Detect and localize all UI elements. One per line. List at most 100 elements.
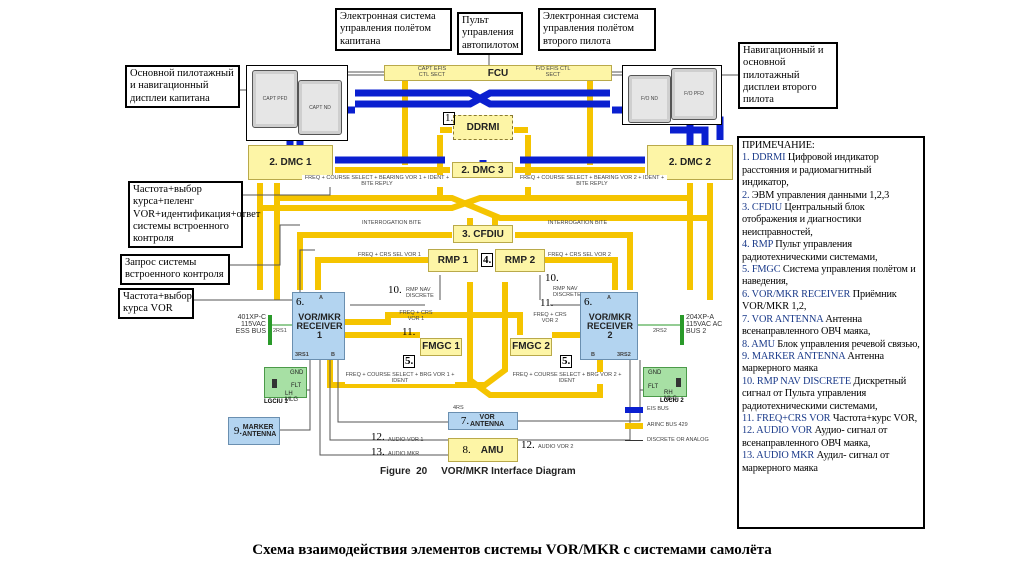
note-item: 6. VOR/MKR RECEIVER Приёмник VOR/MKR 1,2… [742,289,920,314]
label-13: 13. [371,446,385,458]
dmc1-block: 2. DMC 1 [248,145,333,180]
note-item-key: 11. FREQ+CRS VOR [742,412,831,424]
lgciu2-flt: FLT [648,384,659,390]
note-item-key: 12. AUDIO VOR [742,425,813,437]
ac-bus-2-label: 204XP-A 115VAC AC BUS 2 [686,314,723,335]
power-bus-bars [268,315,684,345]
capt-efis-ctl: CAPT EFIS CTL SECT [417,66,447,78]
discrete-legend-icon [625,440,643,441]
receiver-2-label: VOR/MKR RECEIVER 2 [586,312,633,340]
receiver-1-port-b: B [331,352,335,358]
vor-antenna-number: 7. [460,415,470,427]
label-5-left: 5. [403,355,416,368]
label-4: 4. [481,253,494,267]
ess-bus-label: 401XP-C 115VAC ESS BUS [235,314,266,335]
amu-label: AMU [480,444,504,456]
receiver-1-label: VOR/MKR RECEIVER 1 [296,312,343,340]
label-11-left: 11. [402,326,416,338]
cb-2rs2: 2RS2 [653,328,667,334]
legend-discrete: DISCRETE OR ANALOG [647,437,709,443]
dmc-vertical [257,183,713,300]
note-item: 5. FMGC Система управления полётом и нав… [742,264,920,289]
callout-bite-request: Запрос системы встроенного контроля [120,254,230,285]
capt-nd: CAPT ND [298,80,342,135]
cfdiu-block: 3. CFDIU [453,225,513,243]
note-item-text: Антенна всенаправленного ОВЧ маяка, [742,313,871,338]
callout-freq-course: Частота+выбор курса VOR [118,288,194,319]
brg-vor1-label: FREQ + COURSE SELECT + BRG VOR 1 + IDENT [345,372,455,384]
rmp1-block: RMP 1 [428,249,478,272]
dmc3-block: 2. DMC 3 [452,162,513,178]
fmgc1-block: FMGC 1 [420,338,462,356]
vor-antenna-4rs: 4RS [453,405,464,411]
fmgc-bus [345,312,580,338]
vor-mkr-receiver-2: 6. A VOR/MKR RECEIVER 2 3RS2 B [580,292,638,360]
receiver-1-3rs1: 3RS1 [295,352,309,358]
note-item-key: 9. MARKER ANTENNA [742,350,845,362]
ddrmi-bus [437,127,531,200]
label-12-right: 12. [521,439,535,451]
note-item: 7. VOR ANTENNA Антенна всенаправленного … [742,314,920,339]
note-item-text: Блок управления речевой связью, [774,338,920,350]
note-item-key: 1. DDRMI [742,152,786,164]
arinc-bus-legend-icon [625,423,643,429]
lgciu2-gnd: GND [648,370,662,376]
callout-fo-efis: Электронная система управления полётом в… [538,8,656,51]
vor-mkr-receiver-1: 6. A VOR/MKR RECEIVER 1 3RS1 B [292,292,345,360]
note-item-text: ЭВМ управления данными 1,2,3 [749,189,890,201]
note-item-text: Центральный блок отображения и диагности… [742,202,865,238]
fcu-label: FCU [487,67,509,79]
fo-pfd: F/O PFD [671,68,717,120]
rmp-nav-discrete-1: RMP NAV DISCRETE [406,287,434,299]
note-title: ПРИМЕЧАНИЕ: [742,140,815,151]
note-item-text: Аудил- сигнал от маркерного маяка [742,450,890,474]
marker-antenna-number: 9. [233,425,243,437]
label-12-left: 12. [371,431,385,443]
note-items: 1. DDRMI Цифровой индикатор расстояния и… [742,152,920,475]
marker-antenna-block: 9. MARKER ANTENNA [228,417,280,445]
note-item-key: 8. AMU [742,338,775,350]
lgciu2-switch-icon [676,378,681,387]
lgciu1-block: GND FLT LH MLG [264,367,307,403]
note-item-key: 3. CFDIU [742,202,782,214]
lgciu1-gnd: GND [290,370,304,376]
note-item: 8. AMU Блок управления речевой связью, [742,339,920,351]
receiver-2-port-b: B [591,352,595,358]
note-item-text: Антенна маркерного маяка [742,350,884,375]
note-item-key: 6. VOR/MKR RECEIVER [742,288,851,300]
lgciu1-flt: FLT [291,383,302,389]
audio-vor2-label: AUDIO VOR 2 [538,444,574,450]
note-item-text: Дискретный сигнал от Пульта управления р… [742,375,907,412]
note-item: 11. FREQ+CRS VOR Частота+курс VOR, [742,413,920,425]
note-item-text: Аудио- сигнал от всенаправленного ОВЧ ма… [742,425,888,449]
freq-course-label-1: FREQ + COURSE SELECT + BEARING VOR 1 + I… [302,175,452,187]
label-5-right: 5. [560,355,573,368]
label-10-left: 10. [388,284,402,296]
legend-eis: EIS BUS [647,406,669,412]
cb-2rs1: 2RS1 [273,328,287,334]
callout-fo-display: Навигационный и основной пилотажный дисп… [738,42,838,110]
receiver-1-number: 6. [296,296,305,308]
note-item: 4. RMP Пульт управления радиотехническим… [742,239,920,264]
freq-crs-vor2: FREQ + CRS VOR 2 [533,312,567,324]
amu-block: 8. AMU [448,438,518,462]
lgciu1-label: LGCIU 1 [264,399,288,405]
note-item-key: 7. VOR ANTENNA [742,313,823,325]
fo-efis-ctl: F/O EFIS CTL SECT [535,66,571,78]
note-item: 2. ЭВМ управления данными 1,2,3 [742,190,920,202]
note-item: 3. CFDIU Центральный блок отображения и … [742,202,920,239]
fmgc2-block: FMGC 2 [510,338,552,356]
cross-bus [260,195,710,221]
eis-bus-legend-icon [625,407,643,413]
receiver-2-number: 6. [584,296,593,308]
dmc2-block: 2. DMC 2 [647,145,733,180]
interrogation-label-2: INTERROGATION BITE [548,220,608,226]
note-item-key: 10. RMP NAV DISCRETE [742,375,851,387]
crs-sel-label-2: FREQ + CRS SEL VOR 2 [548,252,611,258]
label-1: 1. [443,112,456,125]
note-item: 13. AUDIO MKR Аудил- сигнал от маркерног… [742,450,920,475]
crs-sel-label-1: FREQ + CRS SEL VOR 1 [358,252,421,258]
lgciu2-rh-mlg: RH MLG [664,390,678,402]
audio-vor1-label: AUDIO VOR 1 [388,437,424,443]
